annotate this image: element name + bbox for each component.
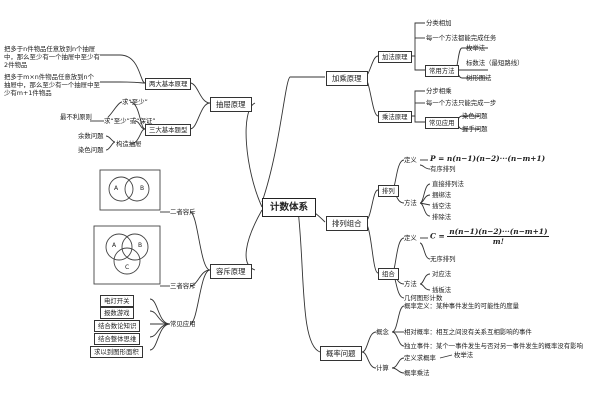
node-addition: 加法原理 — [378, 51, 412, 63]
arrangement-item-bundle: 捆绑法 — [432, 191, 452, 199]
combination-item-unordered: 无序排列 — [430, 255, 456, 263]
venn3-label-a: A — [112, 242, 117, 249]
arrangement-item-ordered: 有序排列 — [430, 165, 456, 173]
probability-concept-2: 相对概率：相互之间没有关系互相影响的事件 — [404, 328, 532, 336]
addition-method-3: 树形图法 — [466, 74, 492, 82]
combination-method: 方法 — [404, 280, 417, 288]
node-inclusion-exclusion: 容斥原理 — [210, 264, 252, 279]
pigeonhole-item-remainder: 余数问题 — [78, 132, 104, 140]
node-pigeonhole: 抽屉原理 — [210, 97, 252, 112]
ie-common-5: 求以到图形面积 — [90, 346, 143, 358]
node-arrangement: 排列 — [378, 185, 399, 197]
probability-concept: 概念 — [376, 328, 389, 336]
pigeonhole-basic-1: 把多于n件物品任意放到n个抽屉中，那么至少有一个抽屉中至少有2件物品 — [4, 45, 100, 69]
combination-geometry: 几何图形计数 — [404, 294, 443, 302]
combination-formula-num: n(n−1)(n−2)···(n−m+1) — [447, 227, 550, 237]
node-pigeonhole-basic: 两大基本原理 — [145, 78, 192, 90]
arrangement-formula: P = n(n−1)(n−2)···(n−m+1) — [430, 154, 546, 163]
multiplication-app-2: 握手问题 — [462, 125, 488, 133]
pigeonhole-worst: 最不利原则 — [60, 113, 92, 121]
node-addition-method: 常用方法 — [425, 65, 459, 77]
ie-three-set: 三者容斥 — [170, 282, 196, 290]
ie-common-1: 电灯开关 — [100, 295, 134, 307]
node-principles: 加乘原理 — [326, 71, 368, 86]
pigeonhole-construct: 构造抽屉 — [116, 140, 142, 148]
probability-calc-2: 概率乘法 — [404, 369, 430, 377]
combination-item-divider: 插板法 — [432, 286, 452, 294]
ie-common-2: 报数游戏 — [100, 307, 134, 319]
combination-formula: C = n(n−1)(n−2)···(n−m+1)m! — [430, 227, 550, 246]
arrangement-item-gap: 插空法 — [432, 202, 452, 210]
node-pigeonhole-types: 三大基本题型 — [145, 124, 192, 136]
pigeonhole-basic-2: 把多于m×n件物品任意放到n个抽屉中，那么至少有一个抽屉中至少有m+1件物品 — [4, 73, 100, 97]
venn-three-set — [93, 225, 161, 285]
probability-calc-method: 枚举法 — [454, 351, 474, 359]
combination-formula-den: m! — [492, 237, 504, 246]
arrangement-item-direct: 直接排列法 — [432, 180, 464, 188]
venn3-label-b: B — [138, 242, 143, 249]
venn2-label-a: A — [114, 185, 119, 192]
arrangement-item-exclude: 排除法 — [432, 213, 452, 221]
pigeonhole-best: 求“至少”或“保证” — [104, 117, 156, 125]
probability-concept-1: 概率定义：某种事件发生的可能性的度量 — [404, 302, 520, 310]
ie-common-3: 结合数论知识 — [94, 320, 141, 332]
venn2-label-b: B — [140, 185, 145, 192]
multiplication-item-1: 分步相乘 — [426, 87, 452, 95]
ie-common-4: 结合整体思维 — [94, 333, 141, 345]
addition-item-1: 分类相加 — [426, 19, 452, 27]
node-combination: 组合 — [378, 268, 399, 280]
node-multiplication-apps: 常见应用 — [425, 117, 459, 129]
venn-two-set — [99, 169, 161, 211]
venn3-label-c: C — [125, 264, 130, 271]
ie-common: 常见应用 — [170, 320, 196, 328]
combination-formula-lhs: C — [430, 231, 436, 241]
probability-calc: 计算 — [376, 364, 389, 372]
arrangement-method: 方法 — [404, 199, 417, 207]
ie-two-set: 二者容斥 — [170, 208, 196, 216]
multiplication-item-2: 每一个方法只能完成一步 — [426, 99, 497, 107]
pigeonhole-item-coloring: 染色问题 — [78, 146, 104, 154]
addition-method-1: 枚举法 — [466, 44, 486, 52]
probability-concept-3: 独立事件：某个一事件发生与否对另一事件发生的概率没有影响 — [404, 342, 583, 350]
arrangement-def: 定义 — [404, 156, 417, 164]
addition-method-2: 标数法（最短路线） — [466, 59, 524, 67]
node-probability: 概率问题 — [320, 346, 362, 361]
node-perm-comb: 排列组合 — [326, 216, 368, 231]
combination-def: 定义 — [404, 234, 417, 242]
center-node: 计数体系 — [262, 198, 317, 217]
multiplication-app-1: 染色问题 — [462, 112, 488, 120]
pigeonhole-worst-head: 求“至少” — [122, 98, 148, 106]
node-multiplication: 乘法原理 — [378, 111, 412, 123]
combination-item-correspond: 对应法 — [432, 270, 452, 278]
addition-item-2: 每一个方法都能完成任务 — [426, 34, 497, 42]
probability-calc-1: 定义求概率 — [404, 354, 436, 362]
